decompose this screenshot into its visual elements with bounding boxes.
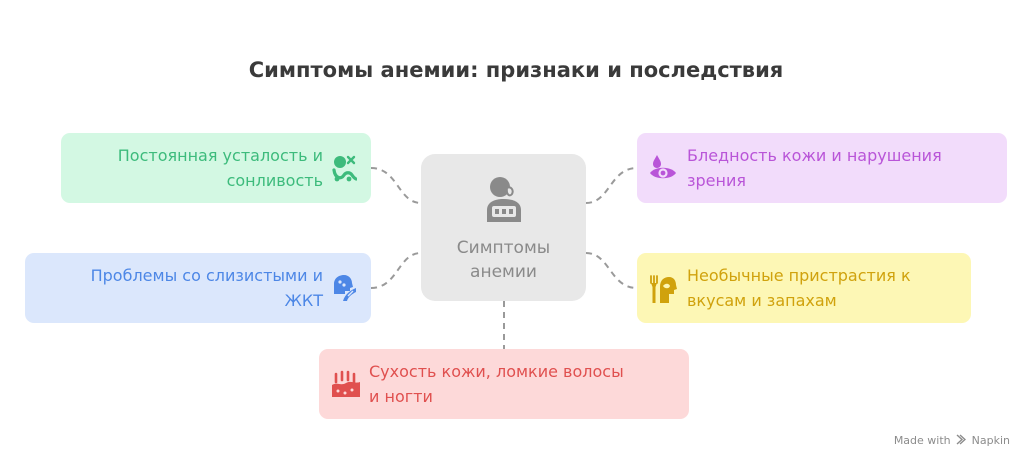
head-digestive-icon bbox=[331, 274, 357, 309]
card-mucosa-text: Проблемы со слизистыми и ЖКТ bbox=[90, 266, 323, 310]
head-fork-icon bbox=[649, 274, 677, 311]
connector-pallor bbox=[585, 167, 638, 204]
center-node: Симптомы анемии bbox=[421, 154, 586, 301]
card-fatigue: Постоянная усталость и сонливость bbox=[61, 133, 371, 203]
skin-hair-icon bbox=[331, 370, 361, 405]
card-cravings: Необычные пристрастия к вкусам и запахам bbox=[637, 253, 971, 323]
connector-mucosa bbox=[370, 252, 422, 289]
card-mucosa: Проблемы со слизистыми и ЖКТ bbox=[25, 253, 371, 323]
card-pallor: Бледность кожи и нарушения зрения bbox=[637, 133, 1007, 203]
card-pallor-text: Бледность кожи и нарушения зрения bbox=[687, 146, 942, 190]
center-label: Симптомы анемии bbox=[456, 238, 551, 282]
fatigue-icon bbox=[331, 154, 358, 189]
card-dryness-text: Сухость кожи, ломкие волосы и ногти bbox=[369, 362, 624, 406]
card-cravings-text: Необычные пристрастия к вкусам и запахам bbox=[687, 266, 911, 310]
connector-cravings bbox=[585, 252, 638, 289]
card-fatigue-text: Постоянная усталость и сонливость bbox=[117, 146, 323, 190]
diagram-title: Симптомы анемии: признаки и последствия bbox=[248, 58, 784, 82]
connector-fatigue bbox=[370, 167, 422, 204]
napkin-logo-icon bbox=[956, 434, 967, 448]
card-dryness: Сухость кожи, ломкие волосы и ногти bbox=[319, 349, 689, 419]
watermark: Made with Napkin bbox=[893, 434, 1010, 448]
person-medical-icon bbox=[485, 176, 523, 228]
eye-drop-icon bbox=[649, 154, 677, 189]
